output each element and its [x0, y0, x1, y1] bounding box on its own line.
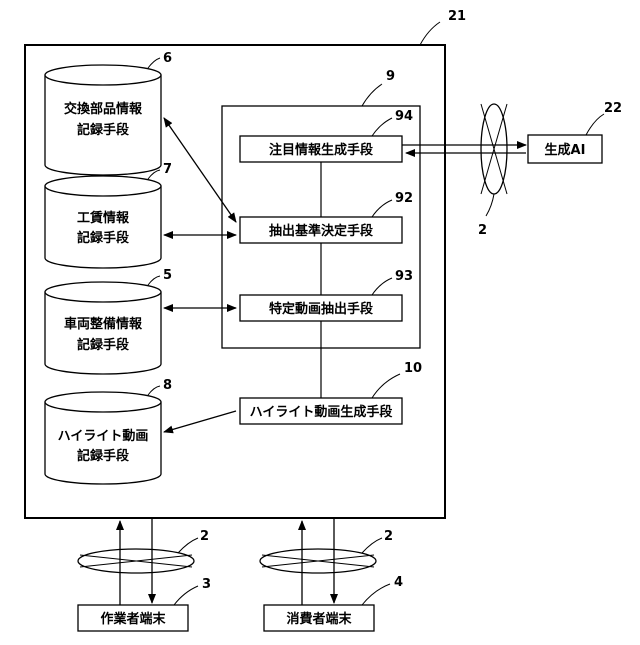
attention-info-label: 注目情報生成手段 [269, 142, 373, 158]
vehicle-ref-leader [148, 276, 160, 285]
system-ref-leader [420, 22, 440, 45]
consumer-terminal-ref-number: 4 [394, 575, 403, 590]
highlight-db-line1: ハイライト動画 [58, 428, 149, 444]
consumer-terminal-label: 消費者端末 [286, 611, 352, 627]
highlight-ref-leader [148, 386, 160, 395]
unit-9-ref-number: 9 [386, 69, 395, 84]
replacement-ref-number: 6 [163, 51, 172, 66]
labor-db-line1: 工賃情報 [77, 210, 130, 226]
consumer-terminal-ref-leader [362, 584, 390, 605]
vehicle-db-line2: 記録手段 [77, 337, 129, 353]
worker-terminal-label: 作業者端末 [100, 611, 166, 627]
extract-ref-number: 93 [395, 269, 413, 284]
network-ai-icon [481, 104, 507, 194]
highlight-db-line2: 記録手段 [77, 448, 129, 464]
criteria-ref-number: 92 [395, 191, 413, 206]
network-worker-ref-leader [178, 538, 198, 553]
arrow-replacement-criteria [164, 118, 236, 222]
gen-ai-label: 生成AI [545, 142, 586, 158]
replacement-ref-leader [148, 58, 160, 68]
criteria-label: 抽出基準決定手段 [269, 223, 373, 239]
highlight-gen-ref-leader [372, 374, 400, 398]
attention-ref-leader [372, 118, 392, 136]
extract-label: 特定動画抽出手段 [269, 301, 373, 317]
extract-ref-leader [372, 278, 392, 295]
network-worker-icon [78, 549, 194, 573]
worker-terminal-ref-leader [174, 586, 198, 605]
gen-ai-ref-leader [586, 114, 604, 135]
worker-terminal-ref-number: 3 [202, 577, 211, 592]
gen-ai-ref-number: 22 [604, 101, 622, 116]
highlight-ref-number: 8 [163, 378, 172, 393]
system-ref-number: 21 [448, 9, 466, 24]
replacement-parts-db [45, 65, 161, 175]
vehicle-db-line1: 車両整備情報 [64, 316, 143, 332]
replacement-db-line1: 交換部品情報 [64, 101, 143, 117]
criteria-ref-leader [372, 200, 392, 217]
highlight-gen-ref-number: 10 [404, 361, 422, 376]
labor-ref-number: 7 [163, 162, 172, 177]
vehicle-ref-number: 5 [163, 268, 172, 283]
arrow-highlight-gen-db [164, 411, 236, 432]
replacement-db-line2: 記録手段 [77, 122, 129, 138]
network-ai-ref-number: 2 [478, 223, 487, 238]
network-consumer-icon [260, 549, 376, 573]
highlight-gen-label: ハイライト動画生成手段 [250, 404, 393, 420]
unit-9-ref-leader [362, 84, 382, 106]
labor-db-line2: 記録手段 [77, 230, 129, 246]
network-consumer-ref-number: 2 [384, 529, 393, 544]
attention-ref-number: 94 [395, 109, 413, 124]
network-worker-ref-number: 2 [200, 529, 209, 544]
network-ai-ref-leader [486, 194, 494, 216]
network-consumer-ref-leader [362, 538, 382, 553]
